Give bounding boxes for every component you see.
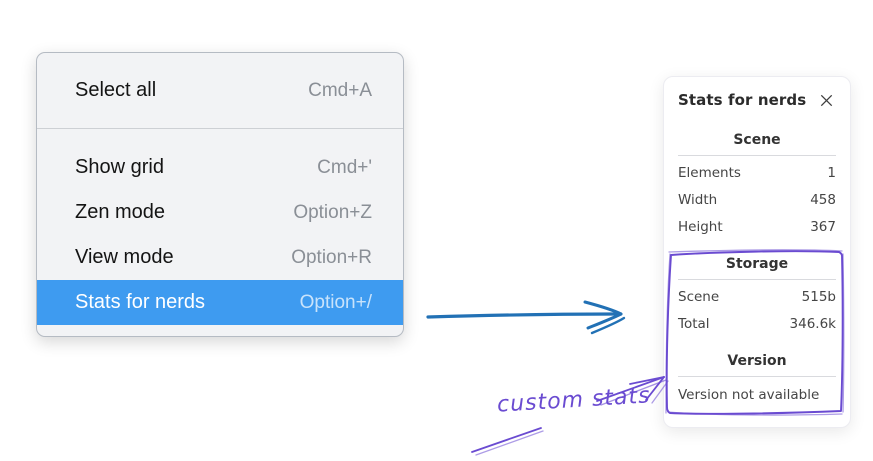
section-divider [678, 155, 836, 156]
menu-item-stats-for-nerds[interactable]: Stats for nerds Option+/ [37, 280, 403, 325]
stats-section-storage: Storage Scene 515b Total 346.6k [678, 256, 836, 338]
stat-row-total-storage: Total 346.6k [678, 311, 836, 338]
menu-section-bottom: Show grid Cmd+' Zen mode Option+Z View m… [37, 129, 403, 336]
menu-item-select-all[interactable]: Select all Cmd+A [37, 68, 403, 113]
stats-section-scene: Scene Elements 1 Width 458 Height 367 [678, 132, 836, 241]
menu-item-shortcut: Cmd+' [317, 156, 372, 178]
stat-value: 515b [801, 289, 836, 305]
stat-value: 458 [810, 192, 836, 208]
stat-label: Total [678, 316, 710, 332]
stat-label: Height [678, 219, 723, 235]
menu-item-zen-mode[interactable]: Zen mode Option+Z [37, 190, 403, 235]
menu-item-shortcut: Option+R [291, 246, 372, 268]
stats-panel: Stats for nerds Scene Elements 1 Width 4… [663, 76, 851, 428]
menu-item-label: Stats for nerds [75, 291, 206, 313]
version-note: Version not available [678, 387, 820, 403]
menu-item-view-mode[interactable]: View mode Option+R [37, 235, 403, 280]
menu-item-shortcut: Option+Z [293, 201, 372, 223]
stat-row-scene-storage: Scene 515b [678, 284, 836, 311]
stats-panel-header: Stats for nerds [678, 91, 836, 109]
custom-stats-annotation: custom stats [496, 383, 652, 418]
menu-item-label: View mode [75, 246, 174, 268]
section-divider [678, 376, 836, 377]
stat-row-width: Width 458 [678, 187, 836, 214]
stat-label: Width [678, 192, 718, 208]
section-heading: Storage [725, 256, 789, 272]
menu-divider [37, 128, 403, 129]
menu-item-label: Zen mode [75, 201, 166, 223]
stat-row-elements: Elements 1 [678, 160, 836, 187]
stats-section-version: Version Version not available [678, 353, 836, 403]
stat-row-height: Height 367 [678, 214, 836, 241]
stat-value: 367 [810, 219, 836, 235]
context-menu: Select all Cmd+A Show grid Cmd+' Zen mod… [36, 52, 404, 337]
menu-item-show-grid[interactable]: Show grid Cmd+' [37, 145, 403, 190]
blue-arrow [426, 300, 626, 335]
stat-label: Scene [678, 289, 720, 305]
close-icon[interactable] [818, 92, 834, 108]
stat-value: 346.6k [789, 316, 836, 332]
stats-panel-title: Stats for nerds [678, 91, 807, 109]
section-heading: Scene [733, 132, 781, 148]
purple-arrow [471, 376, 669, 456]
stat-value: 1 [827, 165, 836, 181]
menu-section-top: Select all Cmd+A [37, 53, 403, 128]
menu-item-shortcut: Option+/ [299, 291, 372, 313]
menu-item-label: Show grid [75, 156, 164, 178]
stat-label: Elements [678, 165, 741, 181]
menu-item-label: Select all [75, 79, 157, 101]
section-divider [678, 279, 836, 280]
section-heading: Version [727, 353, 787, 369]
menu-item-shortcut: Cmd+A [308, 79, 372, 101]
